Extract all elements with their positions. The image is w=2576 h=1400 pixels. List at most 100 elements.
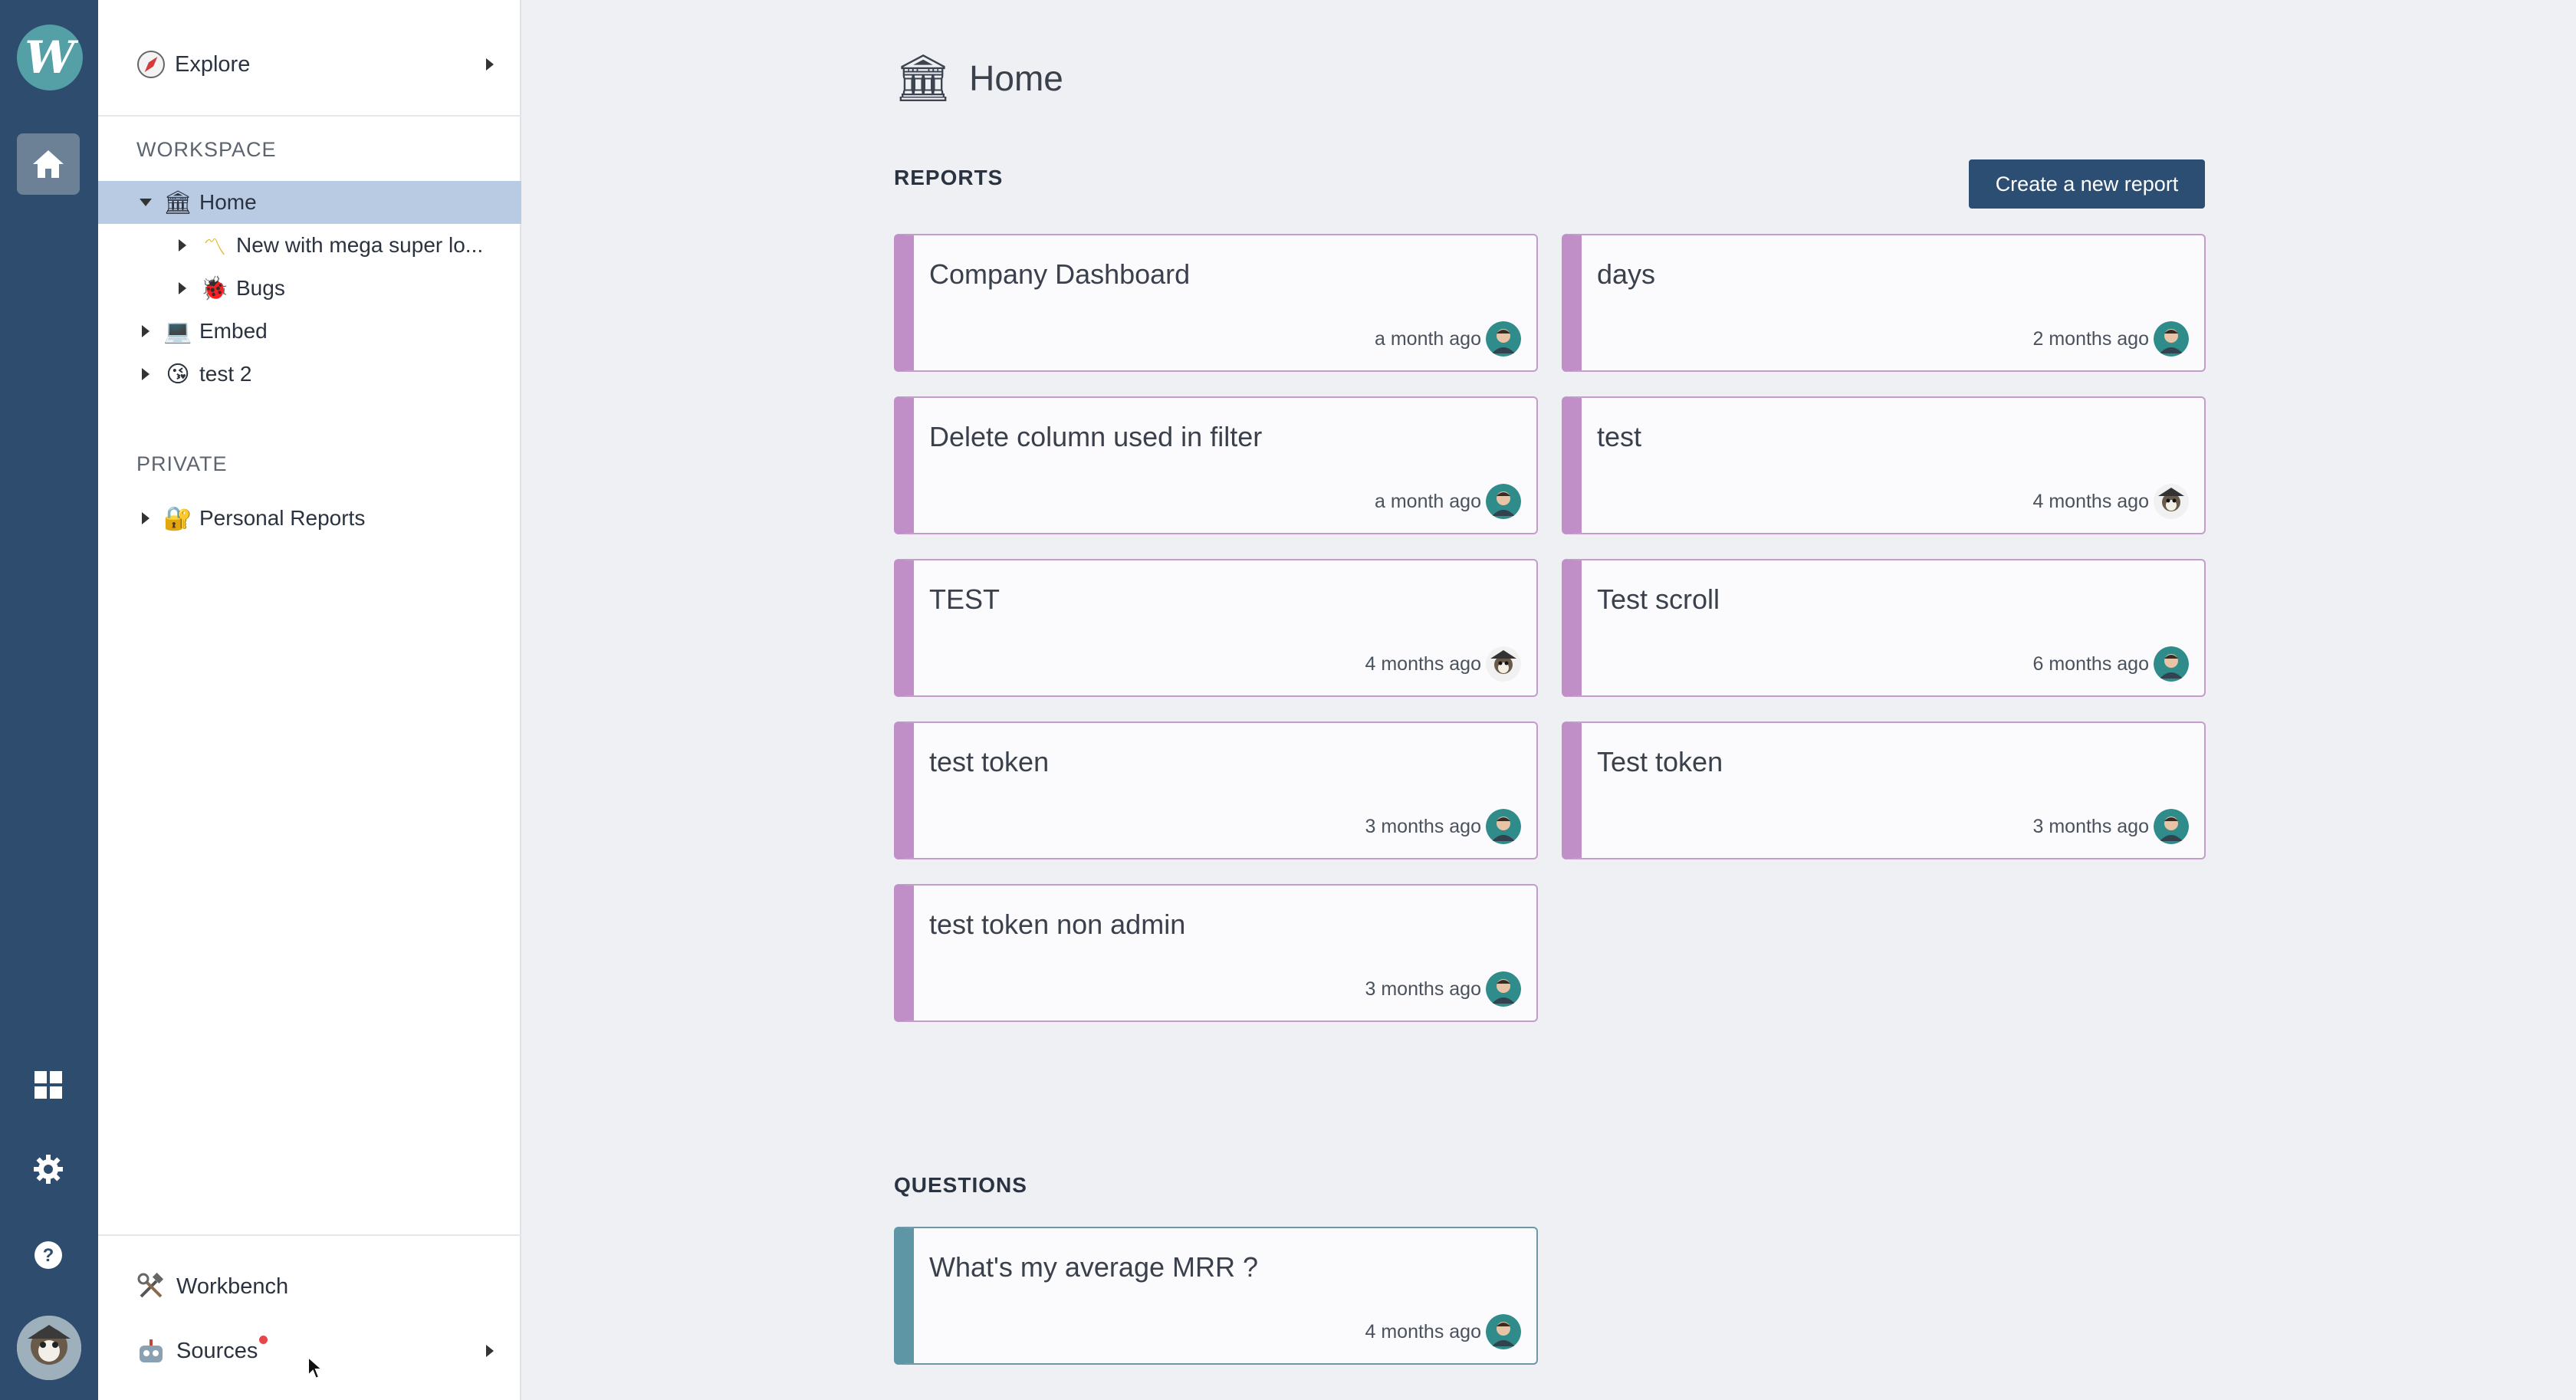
bank-icon: 🏛 xyxy=(894,52,953,104)
report-meta: a month ago xyxy=(1375,321,1521,357)
workbench-label: Workbench xyxy=(176,1273,289,1299)
report-title: Delete column used in filter xyxy=(929,421,1263,452)
report-meta: 2 months ago xyxy=(2032,321,2189,357)
tree-item-home[interactable]: 🏛 Home xyxy=(136,182,257,223)
report-title: Test token xyxy=(1597,746,1723,777)
lock-with-key-icon: 🔐 xyxy=(163,505,192,531)
kissing-face-icon: 😘 xyxy=(166,361,190,387)
report-updated: a month ago xyxy=(1375,490,1481,512)
report-meta: 3 months ago xyxy=(2032,809,2189,844)
chevron-down-icon[interactable] xyxy=(136,197,155,208)
page-title-text: Home xyxy=(969,58,1063,98)
chevron-right-icon[interactable] xyxy=(136,324,155,338)
explore-label: Explore xyxy=(175,51,251,77)
workspace-section-title: WORKSPACE xyxy=(136,138,277,161)
report-title: test token non admin xyxy=(929,909,1186,940)
question-card[interactable]: What's my average MRR ? 4 months ago xyxy=(894,1227,1538,1365)
question-meta: 4 months ago xyxy=(1365,1314,1521,1349)
report-title: test token xyxy=(929,746,1050,777)
report-title: TEST xyxy=(929,583,1001,615)
report-updated: 3 months ago xyxy=(1365,978,1482,1000)
bank-icon: 🏛 xyxy=(163,189,193,215)
home-nav-button[interactable] xyxy=(17,133,80,195)
author-avatar xyxy=(1486,646,1521,682)
author-avatar xyxy=(1486,321,1521,357)
report-updated: 3 months ago xyxy=(1365,815,1482,837)
chevron-right-icon[interactable] xyxy=(173,238,192,252)
sidebar-divider xyxy=(98,115,521,117)
author-avatar xyxy=(1486,809,1521,844)
tree-item-bugs[interactable]: 🐞 Bugs xyxy=(173,268,285,309)
author-avatar xyxy=(1486,971,1521,1007)
tree-item-label: Embed xyxy=(199,319,268,343)
question-updated: 4 months ago xyxy=(1365,1320,1482,1342)
report-card[interactable]: days 2 months ago xyxy=(1562,234,2206,372)
tree-item-label: Personal Reports xyxy=(199,506,366,530)
notification-dot xyxy=(259,1336,268,1344)
report-meta: 4 months ago xyxy=(2033,484,2189,519)
app-logo[interactable]: W xyxy=(17,25,83,90)
page-title: 🏛 Home xyxy=(894,55,1063,101)
report-title: Company Dashboard xyxy=(929,258,1191,290)
tree-item-label: Home xyxy=(199,190,257,214)
author-avatar xyxy=(2154,646,2189,682)
sources-label: Sources xyxy=(176,1338,258,1363)
mouse-cursor-icon xyxy=(307,1356,324,1380)
report-updated: a month ago xyxy=(1375,327,1481,350)
tree-item-label: New with mega super lo... xyxy=(236,233,484,257)
private-section-title: PRIVATE xyxy=(136,452,228,475)
author-avatar xyxy=(2154,321,2189,357)
sidebar: Explore WORKSPACE 🏛 Home 〽 New with mega… xyxy=(98,0,521,1400)
question-title: What's my average MRR ? xyxy=(929,1251,1258,1283)
report-updated: 6 months ago xyxy=(2032,652,2150,675)
reports-heading: REPORTS xyxy=(894,166,1004,189)
tree-item-test-2[interactable]: 😘 test 2 xyxy=(136,353,251,395)
svg-text:?: ? xyxy=(43,1245,54,1266)
workbench-menu-item[interactable]: Workbench xyxy=(136,1264,504,1310)
report-card[interactable]: test token non admin 3 months ago xyxy=(894,884,1538,1022)
chevron-right-icon[interactable] xyxy=(136,367,155,381)
selected-row-highlight xyxy=(98,181,521,224)
report-meta: 4 months ago xyxy=(1365,646,1521,682)
report-updated: 3 months ago xyxy=(2032,815,2150,837)
questions-heading: QUESTIONS xyxy=(894,1173,1027,1197)
dashboard-grid-icon[interactable] xyxy=(29,1066,67,1104)
report-updated: 4 months ago xyxy=(1365,652,1482,675)
explore-menu-item[interactable]: Explore xyxy=(136,41,504,87)
report-card[interactable]: test token 3 months ago xyxy=(894,721,1538,859)
report-card[interactable]: Test token 3 months ago xyxy=(1562,721,2206,859)
report-title: Test scroll xyxy=(1597,583,1720,615)
report-meta: a month ago xyxy=(1375,484,1521,519)
report-card[interactable]: test 4 months ago xyxy=(1562,396,2206,534)
tree-item-personal-reports[interactable]: 🔐 Personal Reports xyxy=(136,498,365,539)
report-card[interactable]: TEST 4 months ago xyxy=(894,559,1538,697)
report-card[interactable]: Delete column used in filter a month ago xyxy=(894,396,1538,534)
report-updated: 2 months ago xyxy=(2032,327,2150,350)
create-report-button[interactable]: Create a new report xyxy=(1969,159,2205,209)
compass-icon xyxy=(137,51,165,78)
author-avatar xyxy=(1486,484,1521,519)
chevron-right-icon[interactable] xyxy=(173,281,192,295)
author-avatar xyxy=(1486,1314,1521,1349)
author-avatar xyxy=(2154,809,2189,844)
report-meta: 3 months ago xyxy=(1365,971,1521,1007)
report-card[interactable]: Company Dashboard a month ago xyxy=(894,234,1538,372)
report-title: test xyxy=(1597,421,1642,452)
main-content: 🏛 Home REPORTS Create a new report Compa… xyxy=(521,0,2576,1400)
tree-item-label: test 2 xyxy=(199,362,252,386)
report-title: days xyxy=(1597,258,1656,290)
sidebar-bottom-divider xyxy=(98,1234,521,1236)
tree-item-new-with-mega[interactable]: 〽 New with mega super lo... xyxy=(173,225,483,266)
laptop-icon: 💻 xyxy=(163,318,192,344)
gear-icon[interactable] xyxy=(29,1150,67,1188)
help-icon[interactable]: ? xyxy=(29,1236,67,1274)
sources-menu-item[interactable]: Sources xyxy=(136,1328,504,1374)
ladybug-icon: 🐞 xyxy=(200,275,229,301)
chevron-right-icon[interactable] xyxy=(136,511,155,525)
user-avatar[interactable] xyxy=(17,1316,81,1380)
tree-item-embed[interactable]: 💻 Embed xyxy=(136,311,268,352)
hammer-wrench-icon xyxy=(137,1272,164,1298)
report-meta: 3 months ago xyxy=(1365,809,1521,844)
report-card[interactable]: Test scroll 6 months ago xyxy=(1562,559,2206,697)
chevron-right-icon xyxy=(486,1345,494,1357)
